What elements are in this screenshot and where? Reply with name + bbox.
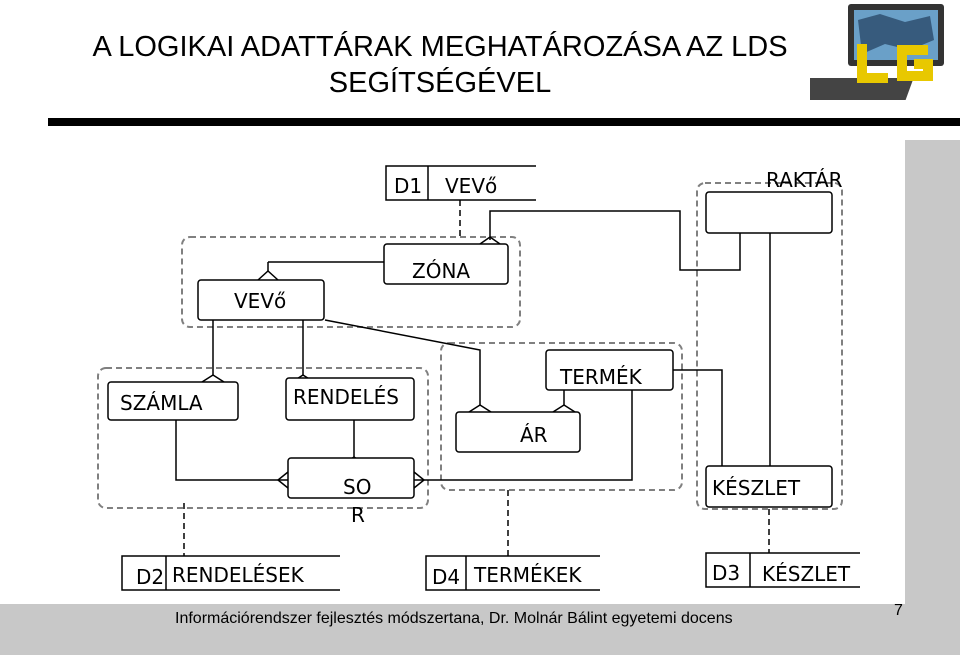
store-d2-outline <box>121 555 340 591</box>
entity-szamla-box <box>107 381 239 421</box>
link-vevo-ar <box>324 319 481 405</box>
group-vevo-zona <box>181 236 521 328</box>
title-divider-bar <box>48 118 960 126</box>
title-line-1: A LOGIKAI ADATTÁRAK MEGHATÁROZÁSA AZ LDS <box>92 31 788 63</box>
store-d4-name: TERMÉKEK <box>473 563 582 587</box>
store-d4-id: D4 <box>432 565 460 589</box>
right-frame-bar <box>905 140 960 655</box>
store-d4-outline <box>425 555 600 591</box>
lds-diagram: VEVő ZÓNA RAKTÁR SZÁMLA RENDELÉS TERMÉK … <box>97 165 860 591</box>
entity-ar-label: ÁR <box>520 423 548 447</box>
link-zona-raktar <box>489 210 741 271</box>
store-d3-outline <box>705 552 860 588</box>
entity-raktar-label: RAKTÁR <box>766 168 843 192</box>
crowfoot-ar-b <box>552 404 576 413</box>
store-d2-name: RENDELÉSEK <box>172 563 305 587</box>
entity-ar-box <box>455 411 581 453</box>
entity-rendeles-label: RENDELÉS <box>293 385 399 409</box>
entity-termek-box <box>545 349 674 391</box>
link-termek-keszlet <box>673 369 723 466</box>
store-d2-id: D2 <box>136 565 164 589</box>
group-szamla-rendeles-sor <box>97 367 429 509</box>
page-number: 7 <box>894 602 903 619</box>
crowfoot-sor-right <box>413 471 426 489</box>
entity-vevo-label: VEVő <box>234 289 286 313</box>
entity-sor-label-2: R <box>351 503 365 527</box>
entity-zona-label: ZÓNA <box>412 259 470 283</box>
store-d3-name: KÉSZLET <box>762 562 851 586</box>
entity-zona-box <box>383 243 509 285</box>
entity-raktar-box <box>705 191 833 234</box>
group-raktar-keszlet <box>696 182 843 510</box>
store-d3-id: D3 <box>712 561 740 585</box>
crowfoot-ar-a <box>468 404 492 413</box>
entity-szamla-label: SZÁMLA <box>120 391 203 415</box>
group-termek-ar <box>440 342 683 491</box>
entity-sor-box <box>287 457 415 499</box>
link-szamla-sor <box>175 420 288 481</box>
link-sor-termek <box>414 390 633 481</box>
crowfoot-szamla <box>201 374 225 383</box>
entity-keszlet-box <box>705 465 833 508</box>
store-d1-outline <box>385 165 536 201</box>
entity-vevo-box <box>197 279 325 321</box>
store-d1-name: VEVő <box>445 174 497 198</box>
entity-keszlet-label: KÉSZLET <box>712 476 801 500</box>
entity-sor-label-1: SO <box>343 475 371 499</box>
entity-rendeles-box <box>285 377 415 421</box>
crowfoot-sor-left <box>276 471 289 489</box>
crowfoot-zona <box>479 236 501 245</box>
title-line-2: SEGÍTSÉGÉVEL <box>328 67 552 99</box>
computer-logo-icon <box>810 4 944 100</box>
store-d1-id: D1 <box>394 174 422 198</box>
footer-bar <box>0 604 960 655</box>
entity-termek-label: TERMÉK <box>559 365 643 389</box>
footer-text: Információrendszer fejlesztés módszertan… <box>175 610 733 627</box>
crowfoot-vevo <box>257 269 279 281</box>
